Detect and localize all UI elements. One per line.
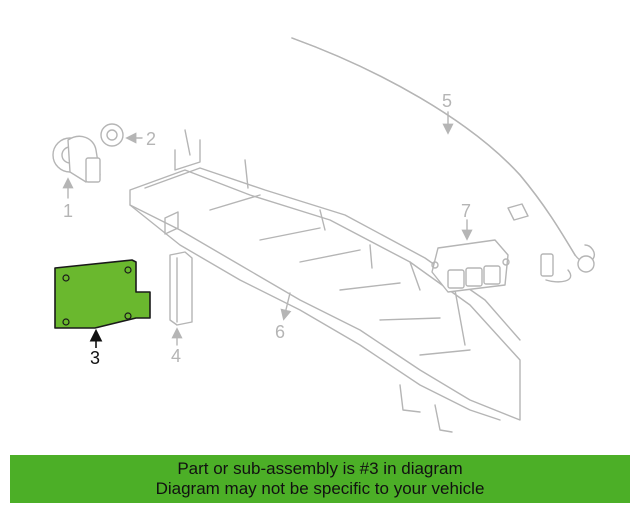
part-5-cable[interactable]	[291, 37, 595, 283]
part-4-strip[interactable]	[169, 251, 193, 346]
callout-2: 2	[146, 129, 156, 149]
part-6-bracket[interactable]	[129, 129, 521, 433]
callout-7: 7	[461, 201, 471, 221]
part-7-connector[interactable]	[431, 219, 510, 293]
callout-3: 3	[90, 348, 100, 368]
part-3-module[interactable]	[54, 259, 151, 348]
part-2-ring[interactable]	[100, 123, 143, 147]
callout-5: 5	[442, 91, 452, 111]
banner-line-1: Part or sub-assembly is #3 in diagram	[177, 459, 463, 478]
part-1-sensor[interactable]	[52, 135, 101, 199]
callout-6: 6	[275, 322, 285, 342]
banner-line-2: Diagram may not be specific to your vehi…	[155, 479, 485, 498]
info-banner: Part or sub-assembly is #3 in diagram Di…	[10, 455, 630, 503]
callout-1: 1	[63, 201, 73, 221]
callout-4: 4	[171, 346, 181, 366]
parts-diagram: 1 2 3 4 5 6 7	[52, 37, 595, 433]
